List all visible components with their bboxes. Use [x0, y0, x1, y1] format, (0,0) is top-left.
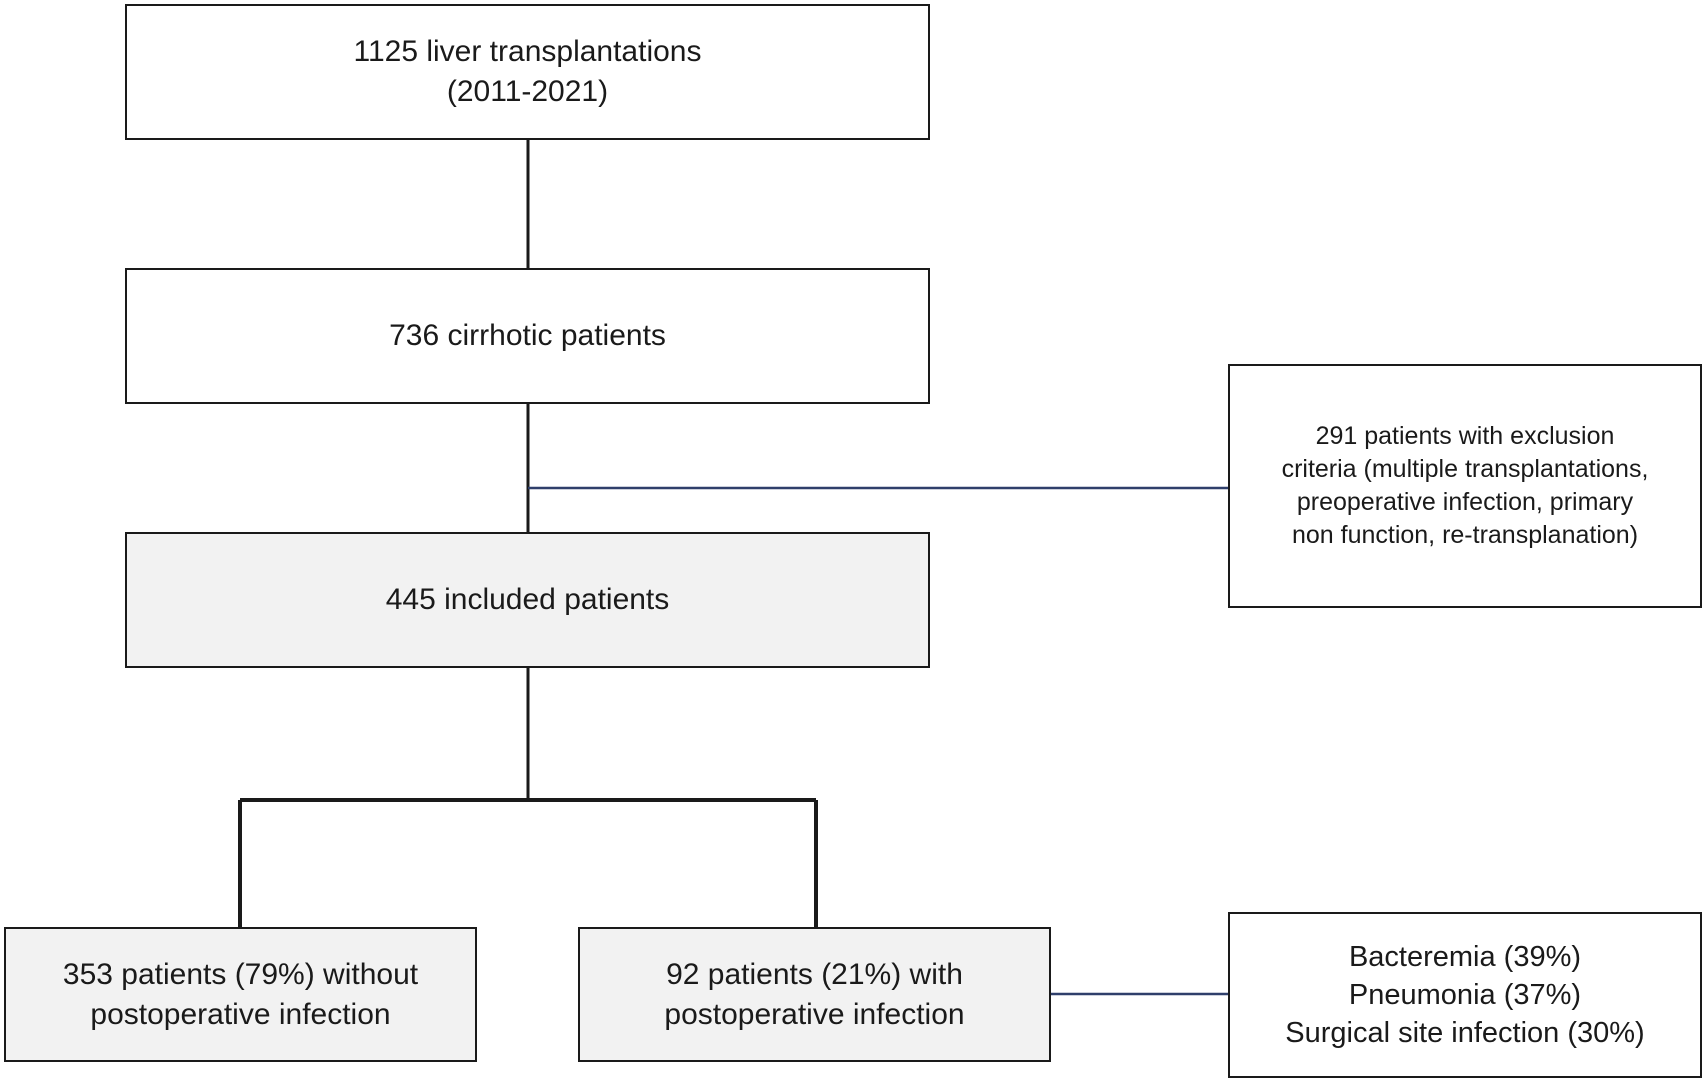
excluded-line-4: non function, re-transplanation) — [1291, 521, 1639, 549]
no-infection-line-2: postoperative infection — [90, 997, 391, 1031]
excluded-patients-box: 291 patients with exclusion criteria (mu… — [1228, 364, 1702, 608]
infection-type-bacteremia: Bacteremia (39%) — [1348, 940, 1582, 973]
cirrhotic-patients-label: 736 cirrhotic patients — [389, 319, 666, 353]
cirrhotic-patients-box: 736 cirrhotic patients — [125, 268, 930, 404]
total-transplantations-label: 1125 liver transplantations — [353, 35, 702, 69]
excluded-line-1: 291 patients with exclusion — [1315, 422, 1615, 450]
excluded-line-3: preoperative infection, primary — [1296, 488, 1634, 516]
total-transplantations-period: (2011-2021) — [446, 75, 609, 108]
infection-box: 92 patients (21%) with postoperative inf… — [578, 927, 1051, 1062]
infection-type-surgical-site: Surgical site infection (30%) — [1285, 1017, 1645, 1050]
no-infection-line-1: 353 patients (79%) without — [62, 957, 419, 991]
infection-line-2: postoperative infection — [664, 997, 965, 1031]
infection-types-box: Bacteremia (39%) Pneumonia (37%) Surgica… — [1228, 912, 1702, 1078]
infection-line-1: 92 patients (21%) with — [666, 957, 963, 991]
included-patients-label: 445 included patients — [385, 583, 670, 617]
total-transplantations-box: 1125 liver transplantations (2011-2021) — [125, 4, 930, 140]
excluded-line-2: criteria (multiple transplantations, — [1281, 455, 1649, 483]
included-patients-box: 445 included patients — [125, 532, 930, 668]
no-infection-box: 353 patients (79%) without postoperative… — [4, 927, 477, 1062]
infection-type-pneumonia: Pneumonia (37%) — [1348, 978, 1582, 1011]
